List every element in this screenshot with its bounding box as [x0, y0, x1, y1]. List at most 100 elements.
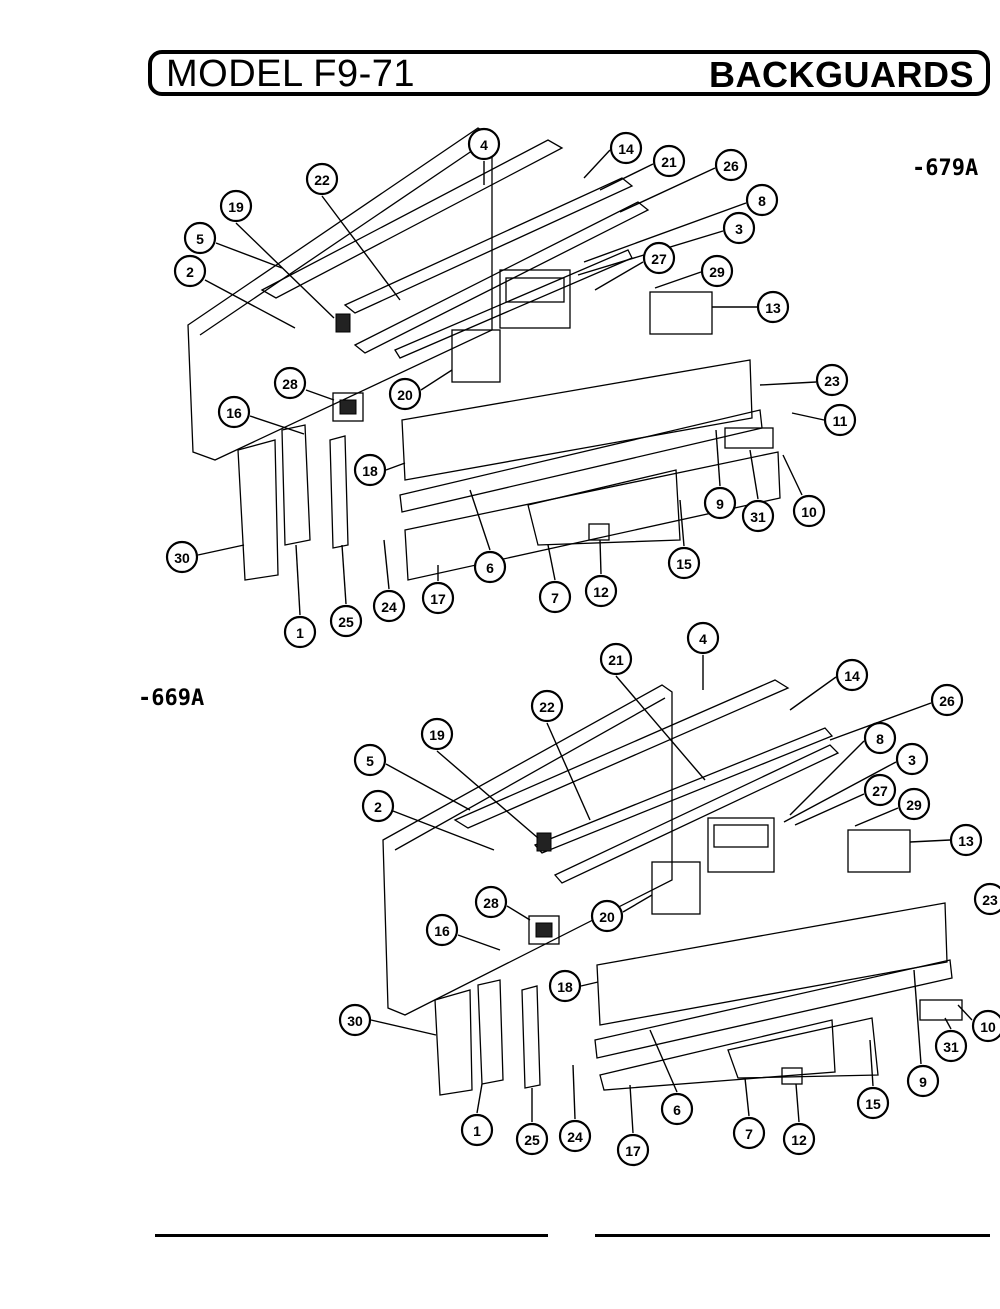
top-callout-19: 19: [219, 189, 253, 223]
callout-number: 23: [824, 373, 840, 389]
bottom-callout-4: 4: [686, 621, 720, 655]
thermostat-bottom: [528, 915, 560, 945]
top-callout-11: 11: [823, 403, 857, 437]
callout-number: 20: [599, 909, 615, 925]
switch-top: [335, 313, 351, 333]
top-callout-24: 24: [372, 589, 406, 623]
bottom-callout-20: 20: [590, 899, 624, 933]
top-rail-bottom: [453, 679, 790, 829]
top-callout-7: 7: [538, 580, 572, 614]
knob-bottom: [781, 1067, 803, 1085]
bottom-callout-17: 17: [616, 1133, 650, 1167]
callout-number: 30: [347, 1013, 363, 1029]
bottom-callout-29: 29: [897, 787, 931, 821]
control-panel-bottom: [596, 902, 948, 1026]
hinge-plate-bottom: [477, 979, 504, 1085]
top-callout-10: 10: [792, 494, 826, 528]
bottom-callout-19: 19: [420, 717, 454, 751]
callout-number: 25: [524, 1132, 540, 1148]
top-callout-21: 21: [652, 144, 686, 178]
callout-number: 13: [958, 833, 974, 849]
top-callout-2: 2: [173, 254, 207, 288]
callout-number: 6: [486, 560, 494, 576]
bottom-callout-24: 24: [558, 1119, 592, 1153]
bottom-callout-27: 27: [863, 773, 897, 807]
top-callout-25: 25: [329, 604, 363, 638]
callout-number: 10: [801, 504, 817, 520]
callout-number: 2: [186, 264, 194, 280]
top-callout-14: 14: [609, 131, 643, 165]
callout-number: 3: [908, 752, 916, 768]
element-bracket-bottom: [847, 829, 911, 873]
clock-timer-top: [499, 269, 571, 329]
callout-number: 27: [651, 251, 667, 267]
bottom-callout-15: 15: [856, 1086, 890, 1120]
top-assembly: [187, 127, 825, 616]
callout-number: 31: [750, 509, 766, 525]
callout-number: 24: [381, 599, 397, 615]
top-callout-20: 20: [388, 377, 422, 411]
bottom-callout-30: 30: [338, 1003, 372, 1037]
trim-strip-bottom: [599, 1019, 836, 1091]
thermostat-top: [332, 392, 364, 422]
top-callout-22: 22: [305, 162, 339, 196]
mounting-bracket-bottom: [553, 744, 840, 884]
bottom-callout-12: 12: [782, 1122, 816, 1156]
callout-number: 17: [430, 591, 446, 607]
callout-number: 15: [865, 1096, 881, 1112]
mounting-bracket-top: [353, 201, 650, 354]
callout-number: 9: [919, 1074, 927, 1090]
top-rail-top: [260, 139, 564, 299]
top-callout-4: 4: [467, 127, 501, 161]
callout-number: 15: [676, 556, 692, 572]
top-callout-26: 26: [714, 148, 748, 182]
callout-number: 4: [699, 631, 707, 647]
top-callout-13: 13: [756, 290, 790, 324]
callout-number: 14: [618, 141, 634, 157]
lamp-holder-top: [724, 427, 774, 449]
top-callout-1: 1: [283, 615, 317, 649]
callout-number: 16: [434, 923, 450, 939]
callout-number: 7: [551, 590, 559, 606]
callout-number: 29: [906, 797, 922, 813]
top-callout-3: 3: [722, 211, 756, 245]
knob-top: [588, 523, 610, 541]
callout-number: 8: [758, 193, 766, 209]
variant-label-bottom: -669A: [138, 686, 205, 711]
callout-number: 8: [876, 731, 884, 747]
bottom-callout-23: 23: [973, 882, 1000, 916]
callout-number: 16: [226, 405, 242, 421]
callouts-bottom: 1234567891012131415161718192021222324252…: [338, 621, 1000, 1167]
bottom-callout-31: 31: [934, 1029, 968, 1063]
section-title: BACKGUARDS: [709, 54, 974, 95]
callout-number: 4: [480, 137, 488, 153]
callout-number: 17: [625, 1143, 641, 1159]
bottom-callout-28: 28: [474, 885, 508, 919]
top-callout-23: 23: [815, 363, 849, 397]
callout-number: 22: [539, 699, 555, 715]
top-callout-16: 16: [217, 395, 251, 429]
bottom-callout-22: 22: [530, 689, 564, 723]
variant-label-top: -679A: [912, 156, 979, 181]
callout-number: 7: [745, 1126, 753, 1142]
callout-number: 20: [397, 387, 413, 403]
bottom-callout-21: 21: [599, 642, 633, 676]
model-title: MODEL F9-71: [166, 53, 416, 95]
element-bracket-top: [649, 291, 713, 335]
callout-number: 26: [723, 158, 739, 174]
callout-number: 27: [872, 783, 888, 799]
bottom-callout-10: 10: [971, 1009, 1000, 1043]
bottom-assembly: [370, 655, 973, 1134]
top-callout-9: 9: [703, 486, 737, 520]
top-callout-12: 12: [584, 574, 618, 608]
hinge-plate-top: [281, 424, 311, 546]
callout-number: 13: [765, 300, 781, 316]
bottom-callout-3: 3: [895, 742, 929, 776]
footer-rule-left: [155, 1234, 548, 1237]
clock-timer-bottom: [707, 817, 775, 873]
callout-number: 5: [196, 231, 204, 247]
bottom-callout-8: 8: [863, 721, 897, 755]
callout-number: 12: [791, 1132, 807, 1148]
